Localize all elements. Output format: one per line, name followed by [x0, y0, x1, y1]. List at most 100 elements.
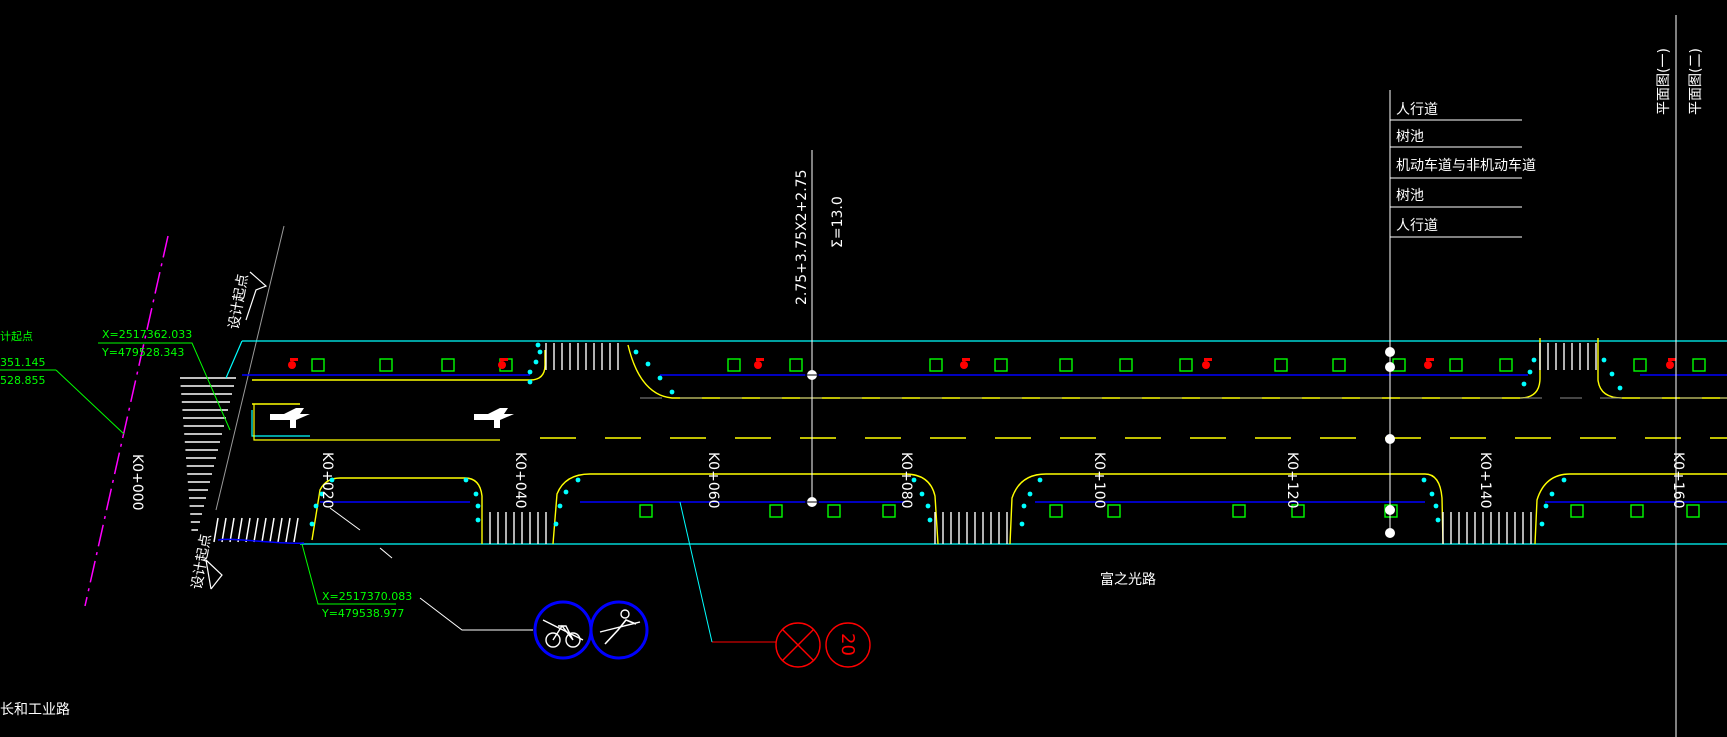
hydrant: [288, 361, 296, 369]
tree-pit: [1449, 358, 1463, 372]
curb-dot: [911, 477, 917, 483]
curb-dot: [319, 491, 325, 497]
tree-pit: [1291, 504, 1305, 518]
curb-dot: [1421, 477, 1427, 483]
hydrant-nozzle: [962, 358, 970, 361]
section-marker: [1385, 362, 1395, 372]
width-total: Σ=13.0: [830, 196, 846, 248]
hydrant-nozzle: [756, 358, 764, 361]
curb-dot: [463, 477, 469, 483]
tree-pits: [311, 358, 1706, 518]
curb-dot: [919, 491, 925, 497]
design-boundary-arrow-top: [245, 271, 268, 321]
station-label: K0+100: [1091, 452, 1107, 509]
zebra-stripe: [293, 517, 299, 543]
curb-dot: [575, 477, 581, 483]
tree-pit: [1107, 504, 1121, 518]
sheet-ref-1: 平面图(一): [1656, 48, 1672, 115]
zebra-stripe: [213, 517, 219, 543]
tree-pit: [379, 358, 393, 372]
zebra-stripe: [237, 517, 243, 543]
tree-pit: [994, 358, 1008, 372]
curb-dot: [1543, 503, 1549, 509]
tree-pit: [882, 504, 896, 518]
tree-pit: [1384, 504, 1398, 518]
station-label: K0+040: [512, 452, 528, 509]
curb-return-dots: [309, 342, 1623, 527]
tree-pit: [1633, 358, 1647, 372]
curb-dot: [475, 517, 481, 523]
hydrants: [288, 358, 1676, 369]
hydrant: [498, 361, 506, 369]
tree-pit: [1499, 358, 1513, 372]
tree-pit: [441, 358, 455, 372]
zebra-stripe: [229, 517, 235, 543]
curb-dot: [329, 477, 335, 483]
hydrant: [754, 361, 762, 369]
curb-dot: [533, 359, 539, 365]
curb-dot: [1027, 491, 1033, 497]
tree-pit: [1059, 358, 1073, 372]
top-point-x: X=2517362.033: [102, 328, 192, 341]
curb-dot: [553, 521, 559, 527]
section-label: 人行道: [1396, 102, 1438, 118]
speed-limit-value: 20: [837, 633, 858, 656]
section-marker: [1385, 528, 1395, 538]
curb-dot: [527, 379, 533, 385]
tree-pit: [639, 504, 653, 518]
tree-pit: [1179, 358, 1193, 372]
curb-dot: [633, 349, 639, 355]
tree-pit: [727, 358, 741, 372]
curb-dot: [309, 521, 315, 527]
section-label: 树池: [1396, 188, 1424, 204]
hydrant-nozzle: [1426, 358, 1434, 361]
road-name: 富之光路: [1100, 571, 1156, 588]
curb-dot: [1019, 521, 1025, 527]
curb-dot: [475, 503, 481, 509]
tree-pit: [1692, 358, 1706, 372]
curb-dot: [1037, 477, 1043, 483]
curb-dot: [669, 389, 675, 395]
curb-dot: [1021, 503, 1027, 509]
curb-dot: [1601, 357, 1607, 363]
curb-dot: [563, 489, 569, 495]
curb-dot: [1435, 517, 1441, 523]
curb-dot: [1617, 385, 1623, 391]
tree-pit: [1274, 358, 1288, 372]
curb-dot: [1539, 521, 1545, 527]
section-marker: [1385, 434, 1395, 444]
speed-limit-sign-icon: 20: [825, 622, 871, 668]
left-channel-box: [253, 404, 500, 441]
red-sign-leader: [679, 501, 713, 643]
intersection-road-name: 长和工业路: [0, 702, 70, 718]
station-label: K0+000: [129, 454, 145, 511]
left-coord-1: 351.145: [0, 356, 46, 369]
curb-dot: [1531, 357, 1537, 363]
curb-dot: [1521, 381, 1527, 387]
top-point-y: Y=479528.343: [101, 346, 184, 359]
bottom-point-leader: [301, 543, 396, 605]
curb-dot: [1549, 491, 1555, 497]
section-label-table: [1390, 119, 1522, 238]
top-point-leader: [98, 342, 231, 431]
station-label: K0+020: [319, 452, 335, 509]
tree-pit: [1686, 504, 1700, 518]
curb-dot: [537, 349, 543, 355]
road-boundary-line: [84, 235, 169, 607]
sign-leader: [419, 597, 533, 631]
lane-width-formula: 2.75+3.75X2+2.75: [794, 170, 810, 305]
tree-pit: [1570, 504, 1584, 518]
bottom-point-y: Y=479538.977: [321, 607, 404, 620]
sign-leader: [379, 547, 393, 559]
zebra-stripe: [245, 517, 251, 543]
hydrant: [960, 361, 968, 369]
turn-arrow-icon: [270, 408, 310, 428]
zebra-stripe: [221, 517, 227, 543]
hydrant-nozzle: [1668, 358, 1676, 361]
no-entry-sign-icon: [775, 622, 821, 668]
section-label: 机动车道与非机动车道: [1396, 157, 1536, 174]
curb-dot: [1561, 477, 1567, 483]
tree-pit: [1232, 504, 1246, 518]
tree-pit: [769, 504, 783, 518]
